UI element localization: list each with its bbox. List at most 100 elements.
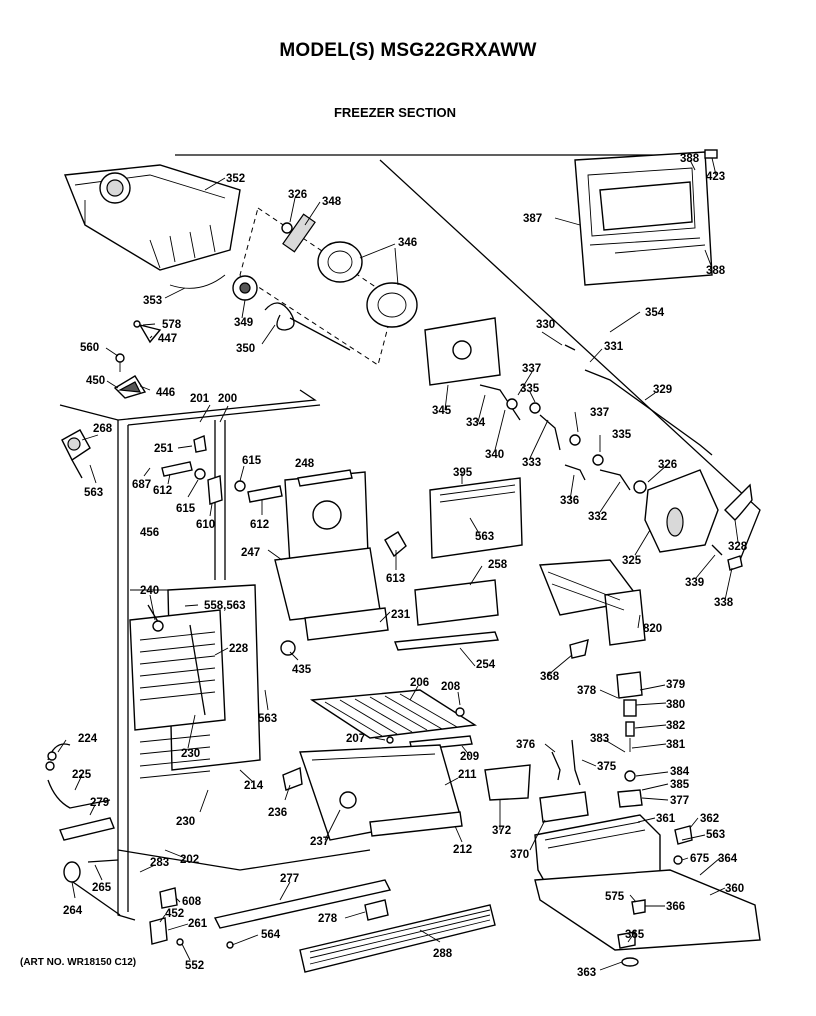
callout-label: 331 [604, 341, 624, 353]
callout-label: 820 [643, 623, 662, 635]
callout-label: 558,563 [204, 600, 246, 612]
callout-label: 254 [476, 659, 496, 671]
callout-label: 329 [653, 384, 672, 396]
callout-label: 349 [234, 317, 253, 329]
cabinet-outline [59, 154, 761, 921]
callout-label: 352 [226, 173, 245, 185]
callout-label: 387 [523, 213, 542, 225]
callout-label: 563 [706, 829, 725, 841]
callout-label: 575 [605, 891, 625, 903]
auger-assembly-part [232, 207, 418, 366]
callout-label: 346 [398, 237, 417, 249]
callout-label: 214 [244, 780, 264, 792]
callout-label: 345 [432, 405, 452, 417]
callout-label: 279 [90, 797, 109, 809]
callout-label: 336 [560, 495, 579, 507]
callout-label: 379 [666, 679, 685, 691]
callout-label: 560 [80, 342, 99, 354]
callout-label: 447 [158, 333, 177, 345]
callout-label: 563 [84, 487, 103, 499]
callout-label: 378 [577, 685, 597, 697]
callout-label: 354 [645, 307, 665, 319]
callout-label: 339 [685, 577, 704, 589]
callout-label: 264 [63, 905, 83, 917]
callout-label: 268 [93, 423, 113, 435]
fan-housing-part [274, 469, 407, 656]
evaporator-part [129, 584, 261, 779]
callout-label: 375 [597, 761, 617, 773]
callout-label: 395 [453, 467, 473, 479]
callout-label: 578 [162, 319, 182, 331]
callout-label: 423 [706, 171, 725, 183]
callout-label: 348 [322, 196, 342, 208]
callout-label: 376 [516, 739, 535, 751]
callout-label: 333 [522, 457, 541, 469]
callout-label: 209 [460, 751, 479, 763]
callout-label: 377 [670, 795, 689, 807]
callout-labels: 352 326 348 346 353 349 350 578 447 560 … [63, 153, 748, 979]
linkage-part [479, 344, 713, 491]
callout-label: 382 [666, 720, 685, 732]
ice-bucket-part [64, 164, 241, 289]
dispenser-components-part [551, 671, 643, 808]
callout-label: 278 [318, 913, 338, 925]
freezer-pan-part [282, 744, 463, 841]
callout-label: 388 [680, 153, 700, 165]
callout-label: 388 [706, 265, 726, 277]
section-title: FREEZER SECTION [333, 105, 457, 120]
auger-motor-part [633, 469, 753, 571]
callout-label: 206 [410, 677, 429, 689]
callout-label: 337 [590, 407, 609, 419]
callout-label: 225 [72, 769, 92, 781]
base-plate-part [534, 869, 761, 967]
callout-label: 364 [718, 853, 738, 865]
callout-label: 381 [666, 739, 686, 751]
callout-label: 435 [292, 664, 312, 676]
callout-label: 360 [725, 883, 744, 895]
callout-label: 368 [540, 671, 560, 683]
callout-label: 251 [154, 443, 174, 455]
callout-label: 340 [485, 449, 504, 461]
callout-label: 370 [510, 849, 529, 861]
callout-label: 338 [714, 597, 734, 609]
callout-label: 337 [522, 363, 541, 375]
callout-label: 265 [92, 882, 112, 894]
dispenser-panel-part [424, 317, 523, 559]
callout-label: 247 [241, 547, 260, 559]
callout-label: 240 [140, 585, 159, 597]
callout-label: 328 [728, 541, 748, 553]
callout-label: 230 [176, 816, 195, 828]
callout-label: 200 [218, 393, 237, 405]
callout-label: 563 [258, 713, 277, 725]
callout-label: 361 [656, 813, 676, 825]
callout-label: 615 [242, 455, 262, 467]
callout-label: 326 [658, 459, 677, 471]
callout-label: 335 [612, 429, 632, 441]
callout-label: 446 [156, 387, 175, 399]
callout-label: 610 [196, 519, 215, 531]
callout-label: 231 [391, 609, 411, 621]
callout-label: 383 [590, 733, 609, 745]
brackets-part [161, 435, 283, 505]
callout-label: 608 [182, 896, 202, 908]
page-title: MODEL(S) MSG22GRXAWW [279, 40, 537, 61]
callout-label: 212 [453, 844, 472, 856]
callout-label: 350 [236, 343, 255, 355]
callout-label: 363 [577, 967, 596, 979]
thermostat-part [61, 429, 91, 479]
callout-label: 612 [250, 519, 269, 531]
callout-label: 612 [153, 485, 172, 497]
callout-label: 365 [625, 929, 645, 941]
callout-label: 208 [441, 681, 461, 693]
callout-label: 450 [86, 375, 105, 387]
bottom-rail-part [213, 879, 496, 973]
callout-label: 277 [280, 873, 299, 885]
callout-label: 201 [190, 393, 210, 405]
dispenser-door-part [574, 149, 718, 286]
callout-label: 563 [475, 531, 494, 543]
drain-parts-part [45, 743, 184, 946]
callout-label: 334 [466, 417, 486, 429]
hardware-cluster-part [113, 320, 162, 399]
callout-label: 366 [666, 901, 685, 913]
